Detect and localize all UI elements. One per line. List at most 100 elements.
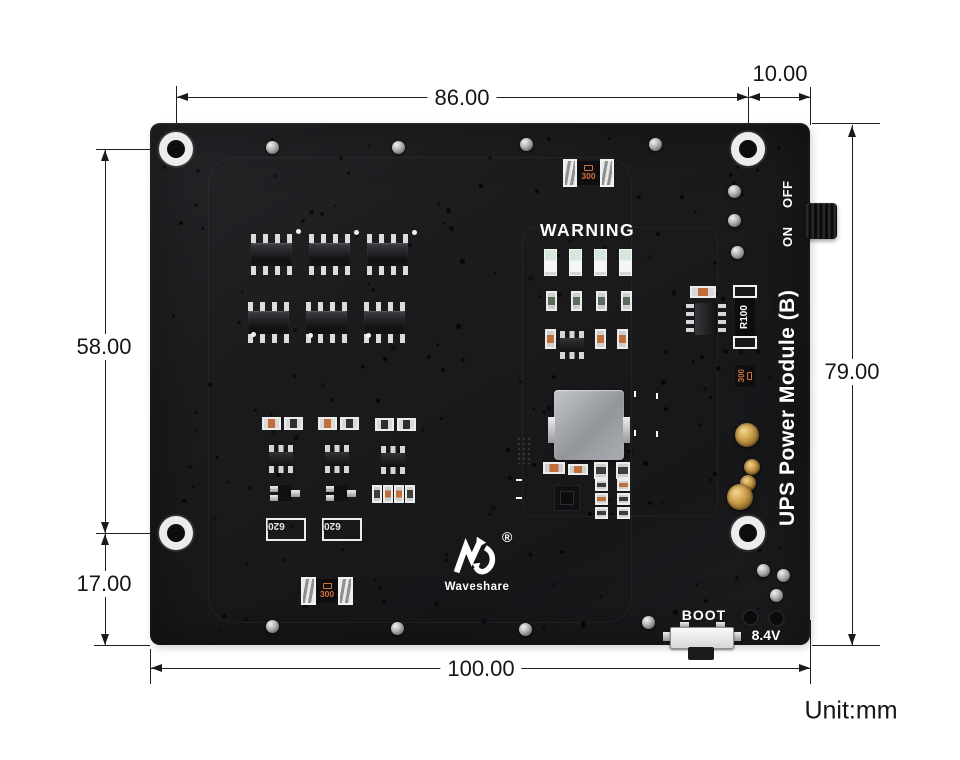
ic-pins <box>248 302 289 311</box>
via-dot <box>271 430 276 435</box>
resistor <box>372 485 382 503</box>
ic-body <box>306 311 347 334</box>
via-dot <box>334 204 337 207</box>
via-dot <box>713 261 718 266</box>
pcb-board: 300 WARNING R100 <box>150 123 837 660</box>
inductor-tab <box>548 417 555 443</box>
solder-joint <box>757 564 770 577</box>
shunt-label: R100 <box>739 305 750 329</box>
fuse-component: 300 <box>301 577 353 605</box>
via-dot <box>637 195 641 199</box>
via-dot <box>449 226 454 231</box>
via-dot <box>648 501 652 505</box>
via-dot <box>771 623 775 627</box>
transistor-pin <box>326 495 334 501</box>
solder-joint <box>728 214 741 227</box>
fuse-component: 300 <box>563 159 614 187</box>
dim-arrow <box>799 93 810 101</box>
led <box>594 249 607 276</box>
via-dot <box>682 306 686 310</box>
via-dot <box>456 324 461 329</box>
transistor-body <box>277 485 292 501</box>
mounting-hole <box>731 516 765 550</box>
via-dot <box>367 283 370 286</box>
ic-pins <box>269 466 293 473</box>
via-dot <box>698 423 702 427</box>
ic-body <box>367 243 408 266</box>
switch-off-label: OFF <box>780 180 795 209</box>
via-dot <box>208 383 212 387</box>
via-dot <box>444 558 448 562</box>
resistor-pair <box>284 417 303 430</box>
fuse-pad <box>563 159 577 187</box>
resistor-pair <box>397 418 416 431</box>
capacitor <box>595 493 608 505</box>
via-dot <box>582 621 586 625</box>
solder-joint <box>392 141 405 154</box>
via-dot <box>303 604 308 609</box>
via-dot <box>703 387 708 392</box>
resistor-pair <box>318 417 337 430</box>
switch-pin <box>663 632 670 641</box>
via-dot <box>756 169 759 172</box>
solder-joint <box>731 246 744 259</box>
mounting-hole <box>159 132 193 166</box>
via-dot <box>736 166 739 169</box>
via-dot <box>692 360 696 364</box>
dim-arrow <box>101 534 109 545</box>
transistor-pin <box>270 486 278 492</box>
via-dot <box>715 292 719 296</box>
resistor <box>595 329 606 349</box>
transistor-body <box>333 485 348 501</box>
solder-joint <box>642 616 655 629</box>
via-dot <box>374 579 378 583</box>
via-dot <box>460 259 465 264</box>
waveshare-logo-icon <box>453 536 496 575</box>
via-dot <box>320 212 324 216</box>
fuse-pad <box>338 577 353 605</box>
led <box>544 249 557 276</box>
via-dot <box>777 146 781 150</box>
via-dot <box>608 498 611 501</box>
power-switch-knob <box>806 203 837 239</box>
via-dot <box>716 366 721 371</box>
via-dot <box>339 156 343 160</box>
gold-terminal <box>744 459 760 475</box>
ext-line <box>810 620 811 684</box>
ic-pins <box>309 266 350 275</box>
pin1-marker <box>412 230 417 235</box>
soic8-ic <box>309 234 350 275</box>
via-dot <box>713 472 717 476</box>
dim-label-100: 100.00 <box>440 656 522 682</box>
ic-pins <box>364 302 405 311</box>
via-dot <box>729 173 733 177</box>
ic-body <box>248 311 289 334</box>
soic8-ic <box>248 302 289 343</box>
test-pad-grid <box>517 437 532 464</box>
via-dot <box>427 355 432 360</box>
solder-joint <box>519 623 532 636</box>
ic-pins <box>560 331 584 338</box>
via-dot <box>672 290 676 294</box>
dim-arrow <box>737 93 748 101</box>
via-dot <box>326 492 330 496</box>
ic-pins <box>309 234 350 243</box>
ic-body <box>309 243 350 266</box>
dim-arrow <box>151 664 162 672</box>
dim-label-79: 79.00 <box>817 359 887 385</box>
via-dot <box>588 512 592 516</box>
via-dot <box>341 548 345 552</box>
dim-arrow <box>101 522 109 533</box>
via-dot <box>757 607 760 610</box>
dim-label-10: 10.00 <box>745 61 815 87</box>
soic8-ic <box>251 234 292 275</box>
sot23-ic <box>560 331 584 359</box>
via-dot <box>581 623 586 628</box>
via-dot <box>222 614 226 618</box>
ext-line <box>94 645 150 646</box>
dim-arrow <box>101 150 109 161</box>
via-dot <box>238 321 241 324</box>
unit-note: Unit:mm <box>797 696 905 726</box>
via-dot <box>709 396 712 399</box>
via-dot <box>535 189 539 193</box>
